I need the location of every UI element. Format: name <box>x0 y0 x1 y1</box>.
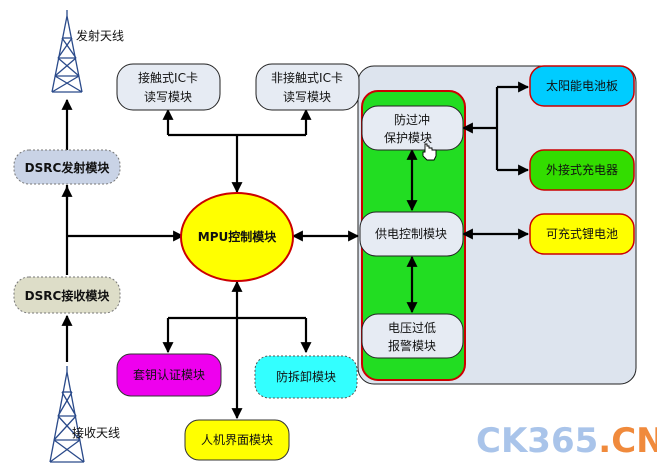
tx-antenna-icon <box>51 10 83 93</box>
svg-text:非接触式IC卡: 非接触式IC卡 <box>271 70 343 85</box>
solar-panel-module: 太阳能电池板 <box>529 65 635 107</box>
svg-text:供电控制模块: 供电控制模块 <box>375 227 447 241</box>
rx-antenna-label: 接收天线 <box>72 425 120 440</box>
dsrc-tx-module: DSRC发射模块 <box>13 149 121 185</box>
battery-module: 可充式锂电池 <box>529 213 635 255</box>
overcharge-protect-module: 防过冲 保护模块 <box>361 105 464 151</box>
dsrc-rx-module: DSRC接收模块 <box>13 276 121 314</box>
svg-text:防拆卸模块: 防拆卸模块 <box>276 369 336 384</box>
external-charger-module: 外接式充电器 <box>529 149 635 191</box>
connectors <box>61 81 530 420</box>
svg-text:套钥认证模块: 套钥认证模块 <box>133 368 205 382</box>
hmi-module: 人机界面模块 <box>184 419 290 461</box>
svg-text:可充式锂电池: 可充式锂电池 <box>546 226 618 241</box>
svg-text:保护模块: 保护模块 <box>384 131 432 145</box>
contact-ic-module: 接触式IC卡 读写模块 <box>116 63 221 111</box>
svg-text:报警模块: 报警模块 <box>388 338 436 353</box>
svg-text:MPU控制模块: MPU控制模块 <box>198 229 277 244</box>
svg-text:DSRC接收模块: DSRC接收模块 <box>25 288 111 303</box>
svg-text:接触式IC卡: 接触式IC卡 <box>138 70 198 85</box>
svg-text:电压过低: 电压过低 <box>388 321 436 335</box>
svg-text:人机界面模块: 人机界面模块 <box>201 433 273 447</box>
tx-antenna-label: 发射天线 <box>76 28 124 43</box>
hand-cursor-icon <box>422 143 437 161</box>
low-voltage-alarm-module: 电压过低 报警模块 <box>361 313 464 359</box>
svg-text:太阳能电池板: 太阳能电池板 <box>546 78 618 93</box>
tamper-module: 防拆卸模块 <box>254 355 358 399</box>
contactless-ic-module: 非接触式IC卡 读写模块 <box>255 63 360 111</box>
power-control-module: 供电控制模块 <box>359 211 464 257</box>
watermark: CK365.CN <box>476 421 657 461</box>
mpu-control-module: MPU控制模块 <box>180 192 294 282</box>
rx-antenna-icon <box>49 366 85 463</box>
esam-auth-module: 套钥认证模块 <box>116 353 222 397</box>
svg-text:DSRC发射模块: DSRC发射模块 <box>25 160 111 175</box>
svg-text:读写模块: 读写模块 <box>144 90 192 104</box>
svg-text:读写模块: 读写模块 <box>283 90 331 104</box>
svg-text:外接式充电器: 外接式充电器 <box>546 162 618 177</box>
svg-text:防过冲: 防过冲 <box>394 112 430 127</box>
